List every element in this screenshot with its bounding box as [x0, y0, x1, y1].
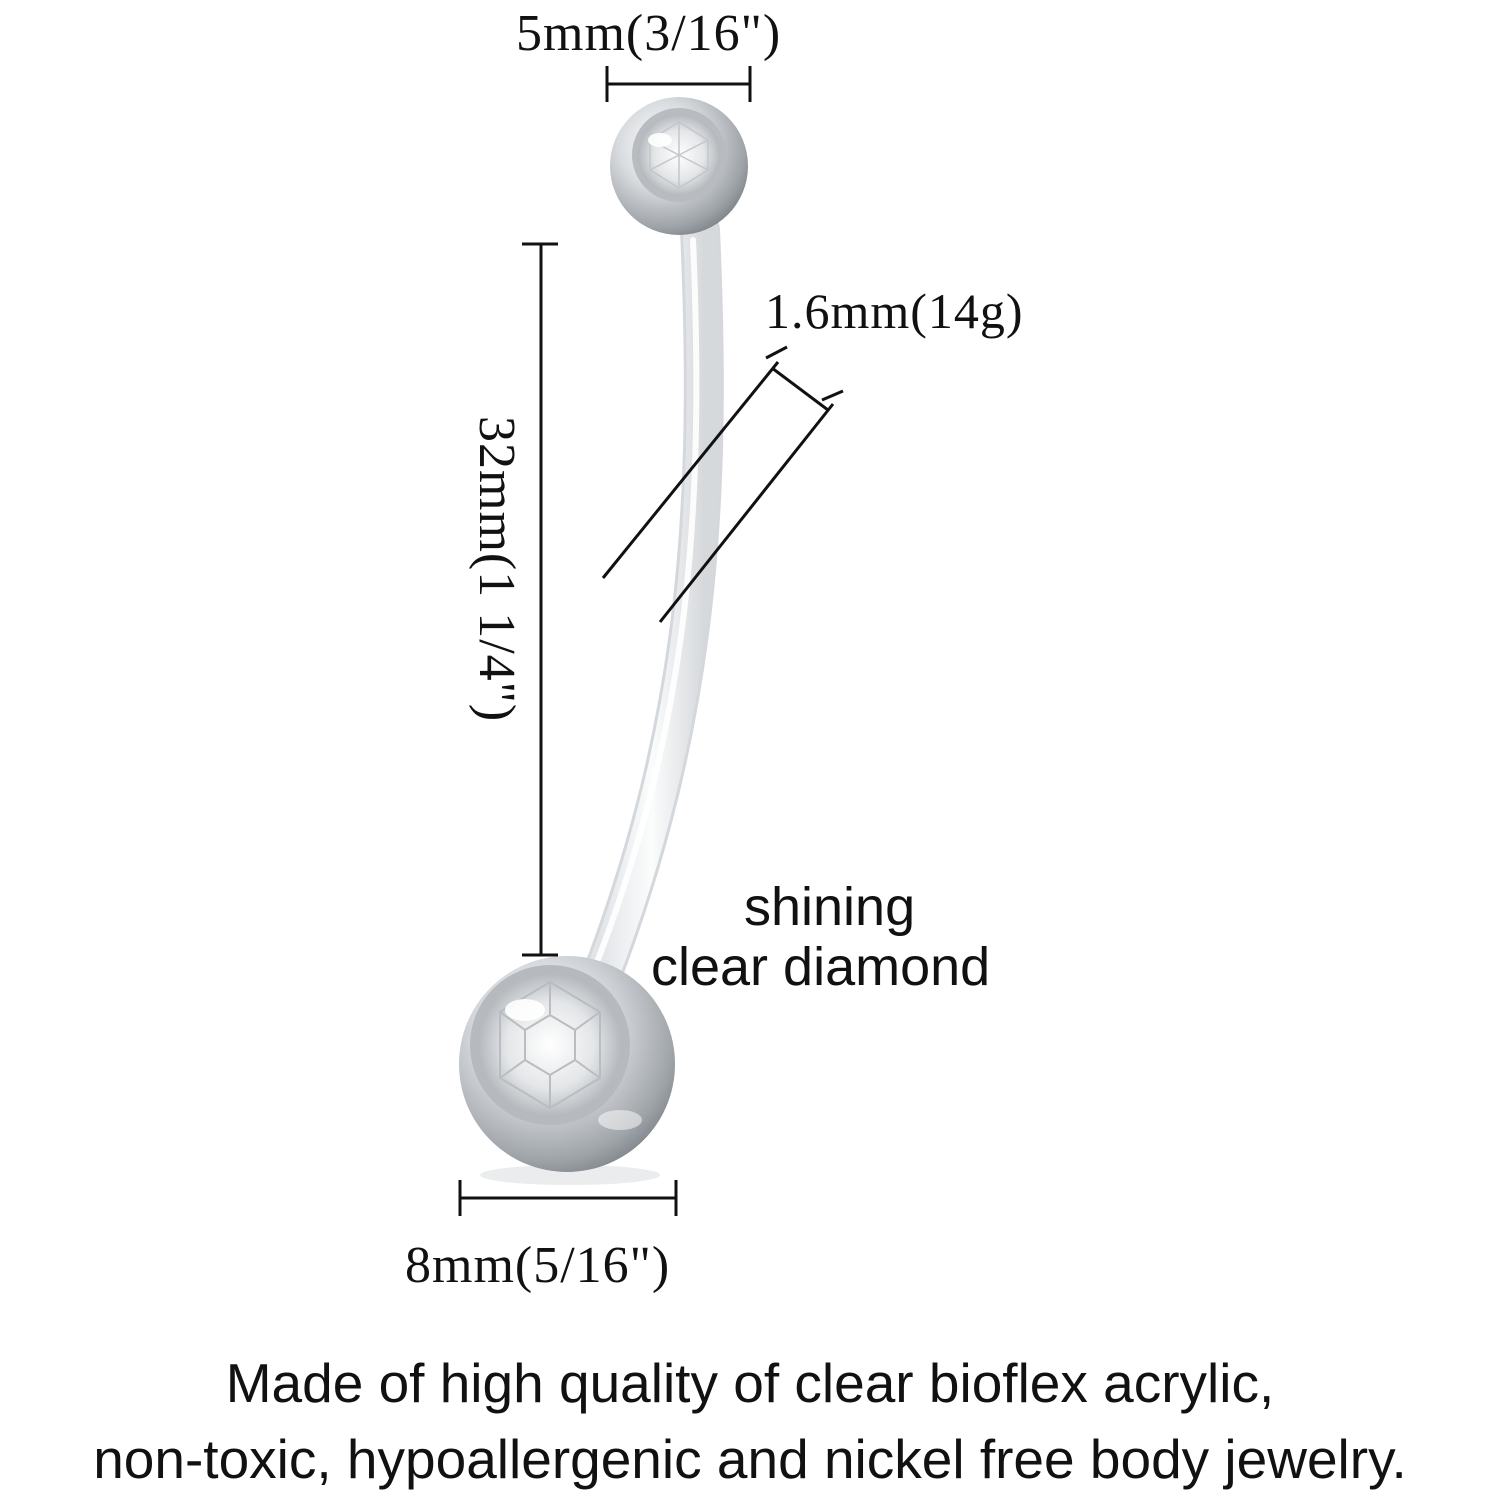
bar-gauge-label: 1.6mm(14g) — [765, 283, 1024, 339]
bar-length-label: 32mm(1 1/4") — [468, 416, 525, 723]
dimension-top-ball — [605, 66, 752, 102]
top-ball — [610, 97, 748, 235]
dimension-bottom-ball — [458, 1180, 678, 1216]
gem-label-line-2: clear diamond — [651, 937, 991, 997]
caption-line-2: non-toxic, hypoallergenic and nickel fre… — [93, 1428, 1407, 1490]
bottom-ball — [459, 956, 675, 1185]
top-ball-size-label: 5mm(3/16") — [516, 5, 782, 62]
caption-line-1: Made of high quality of clear bioflex ac… — [225, 1352, 1275, 1414]
bar-shaft-highlight — [591, 237, 700, 973]
bottom-gem-facets — [499, 980, 601, 1110]
bar-shaft-fill — [583, 213, 721, 997]
bottom-ball-size-label: 8mm(5/16") — [405, 1237, 671, 1294]
dimension-gauge — [601, 345, 844, 623]
dimension-length — [522, 242, 558, 957]
gem-label-line-1: shining — [744, 877, 916, 937]
